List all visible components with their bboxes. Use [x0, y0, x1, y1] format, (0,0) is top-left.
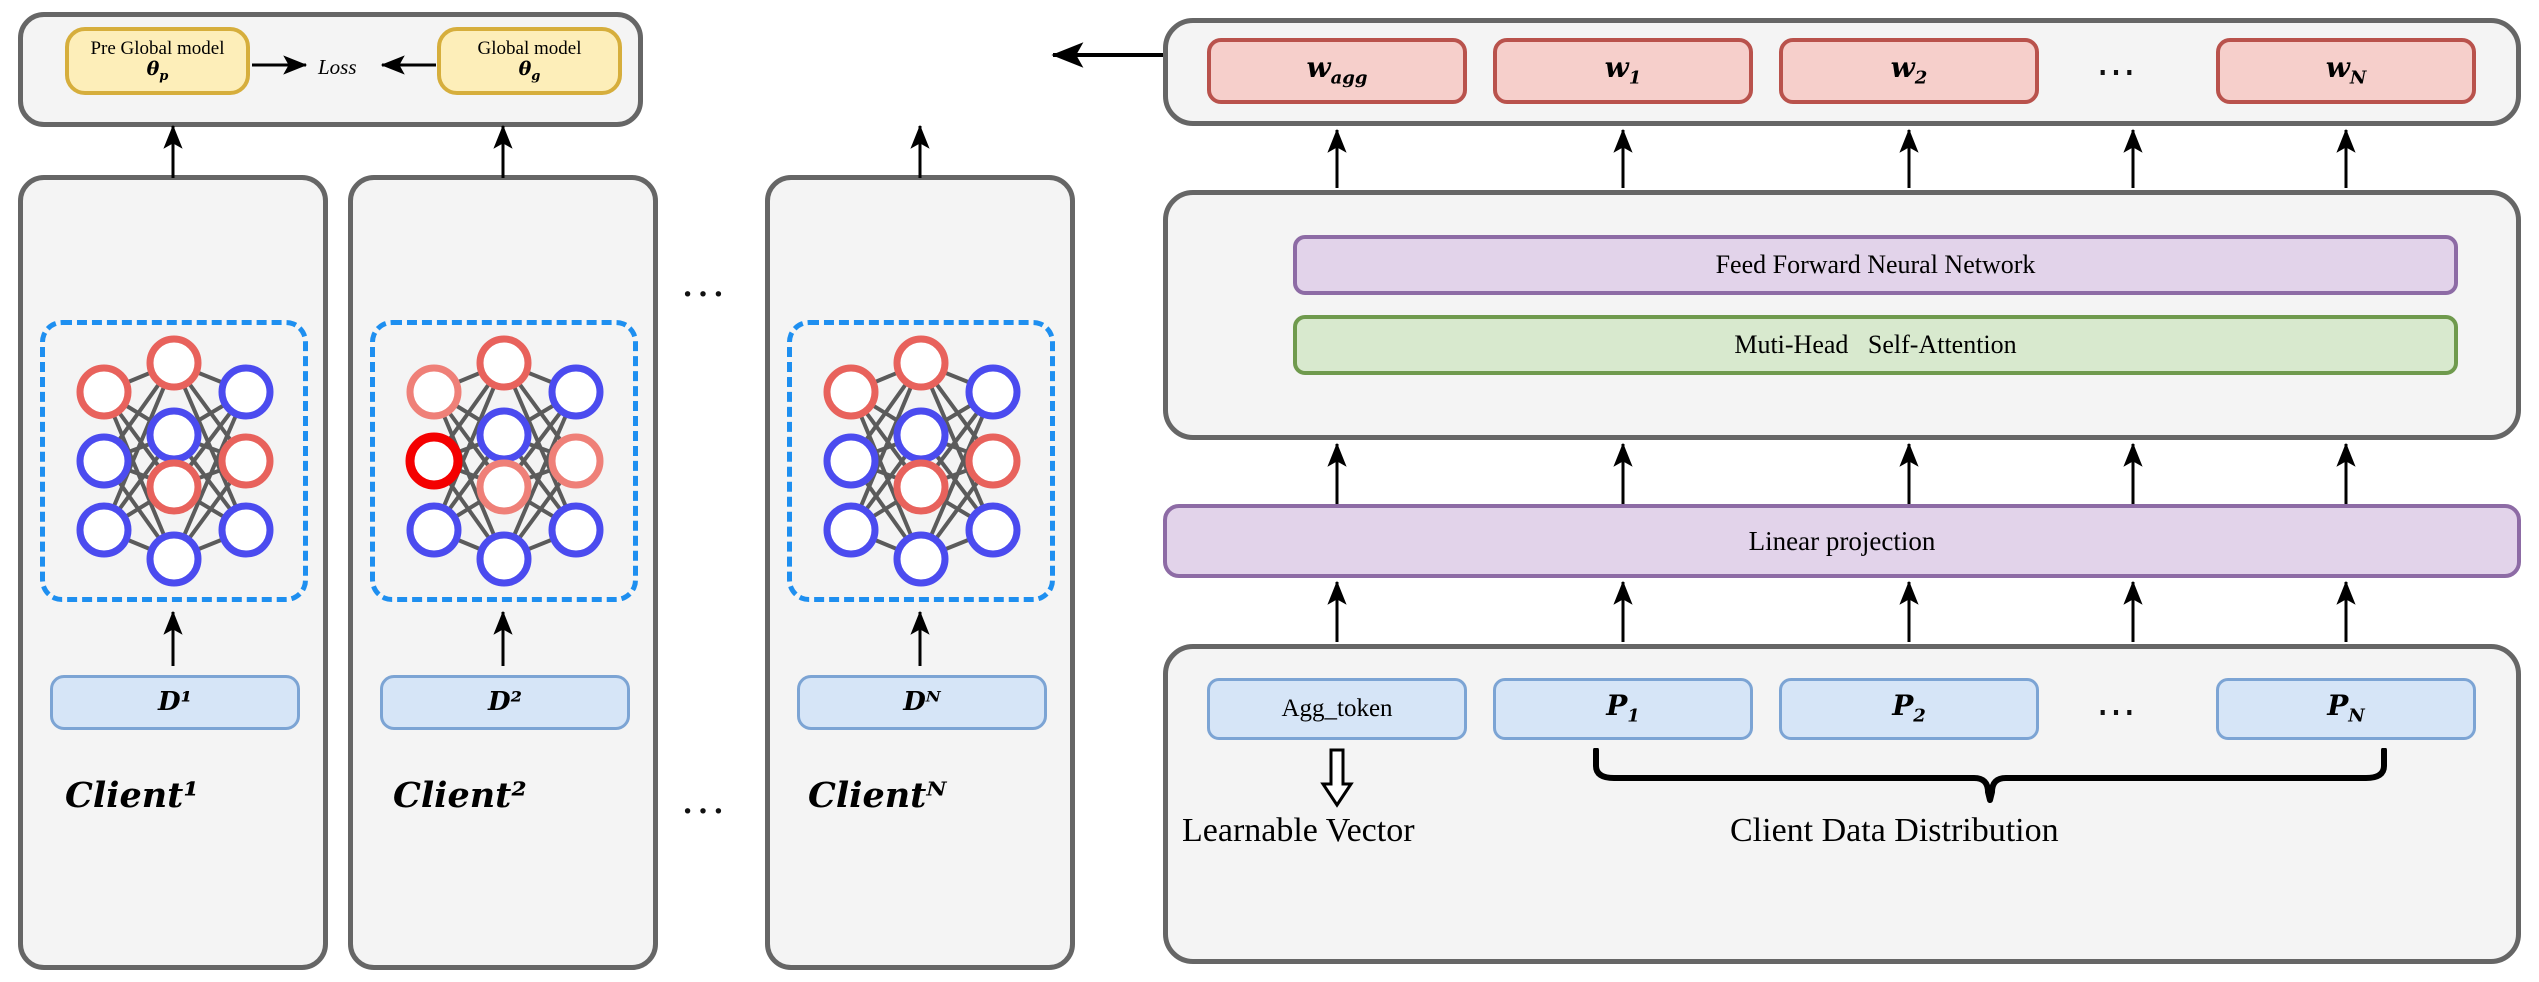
client-network-box-1 — [40, 320, 308, 602]
token-box-pn[interactable]: PN — [2216, 678, 2476, 740]
client-network-n — [823, 335, 1021, 587]
client-n-label: Clientᴺ — [808, 775, 947, 816]
client-n-data-label: Dᴺ — [903, 686, 941, 717]
pre-global-model-box[interactable]: Pre Global model θp — [65, 27, 250, 95]
projection-to-encoder-arrows — [1327, 442, 2356, 504]
weights-ellipsis: ⋯ — [2096, 49, 2139, 94]
weight-n-label: wN — [2325, 51, 2367, 89]
client-network-2 — [405, 335, 604, 587]
client-network-box-n — [787, 320, 1055, 602]
client-data-distribution-caption: Client Data Distribution — [1730, 812, 2059, 849]
client-2-label: Client² — [393, 775, 527, 816]
client-n-data-arrow — [910, 610, 930, 666]
tokens-ellipsis: ⋯ — [2096, 689, 2139, 734]
token-box-p2[interactable]: P2 — [1779, 678, 2039, 740]
weight-box-1[interactable]: w1 — [1493, 38, 1753, 104]
feed-forward-layer[interactable]: Feed Forward Neural Network — [1293, 235, 2458, 295]
feed-forward-label: Feed Forward Neural Network — [1715, 250, 2036, 280]
linear-projection-label: Linear projection — [1748, 525, 1936, 556]
weight-box-agg[interactable]: wagg — [1207, 38, 1467, 104]
token-p1-label: P1 — [1606, 689, 1640, 727]
loss-label: Loss — [318, 55, 357, 79]
learnable-vector-caption: Learnable Vector — [1182, 812, 1415, 849]
token-box-p1[interactable]: P1 — [1493, 678, 1753, 740]
clients-ellipsis-top: … — [680, 255, 729, 306]
client-data-distribution-brace — [1593, 748, 2387, 803]
client-1-data-arrow — [163, 610, 183, 666]
client-2-data-arrow — [493, 610, 513, 666]
client-2-to-global-arrow — [493, 124, 513, 178]
client-1-data-label: D¹ — [158, 686, 192, 717]
weight-box-n[interactable]: wN — [2216, 38, 2476, 104]
agg-token-label: Agg_token — [1281, 694, 1393, 722]
global-model-theta: θg — [518, 57, 541, 84]
token-p2-label: P2 — [1892, 689, 1926, 727]
token-pn-label: PN — [2327, 689, 2365, 727]
tokens-to-projection-arrows — [1327, 580, 2356, 642]
client-2-data-label: D² — [488, 686, 522, 717]
client-n-data-box[interactable]: Dᴺ — [797, 675, 1047, 730]
client-network-box-2 — [370, 320, 638, 602]
weight-box-2[interactable]: w2 — [1779, 38, 2039, 104]
agg-token-box[interactable]: Agg_token — [1207, 678, 1467, 740]
client-n-to-global-arrow — [910, 124, 930, 178]
linear-projection-bar[interactable]: Linear projection — [1163, 504, 2521, 578]
weight-2-label: w2 — [1890, 51, 1928, 89]
weight-agg-label: wagg — [1306, 51, 1368, 89]
encoder-to-weights-arrows — [1327, 128, 2356, 188]
client-1-to-global-arrow — [163, 124, 183, 178]
weight-1-label: w1 — [1604, 51, 1642, 89]
pre-global-model-theta: θp — [146, 57, 169, 84]
loss-arrows — [252, 55, 436, 75]
client-1-label: Client¹ — [65, 775, 199, 816]
clients-ellipsis-bottom: … — [680, 772, 729, 823]
client-network-1 — [76, 335, 274, 587]
learnable-vector-hollow-arrow — [1320, 748, 1354, 808]
global-model-title: Global model — [477, 37, 582, 59]
client-2-data-box[interactable]: D² — [380, 675, 630, 730]
pre-global-model-title: Pre Global model — [90, 37, 225, 59]
self-attention-label: Muti-Head Self-Attention — [1734, 330, 2017, 360]
client-1-data-box[interactable]: D¹ — [50, 675, 300, 730]
global-model-box[interactable]: Global model θg — [437, 27, 622, 95]
self-attention-layer[interactable]: Muti-Head Self-Attention — [1293, 315, 2458, 375]
